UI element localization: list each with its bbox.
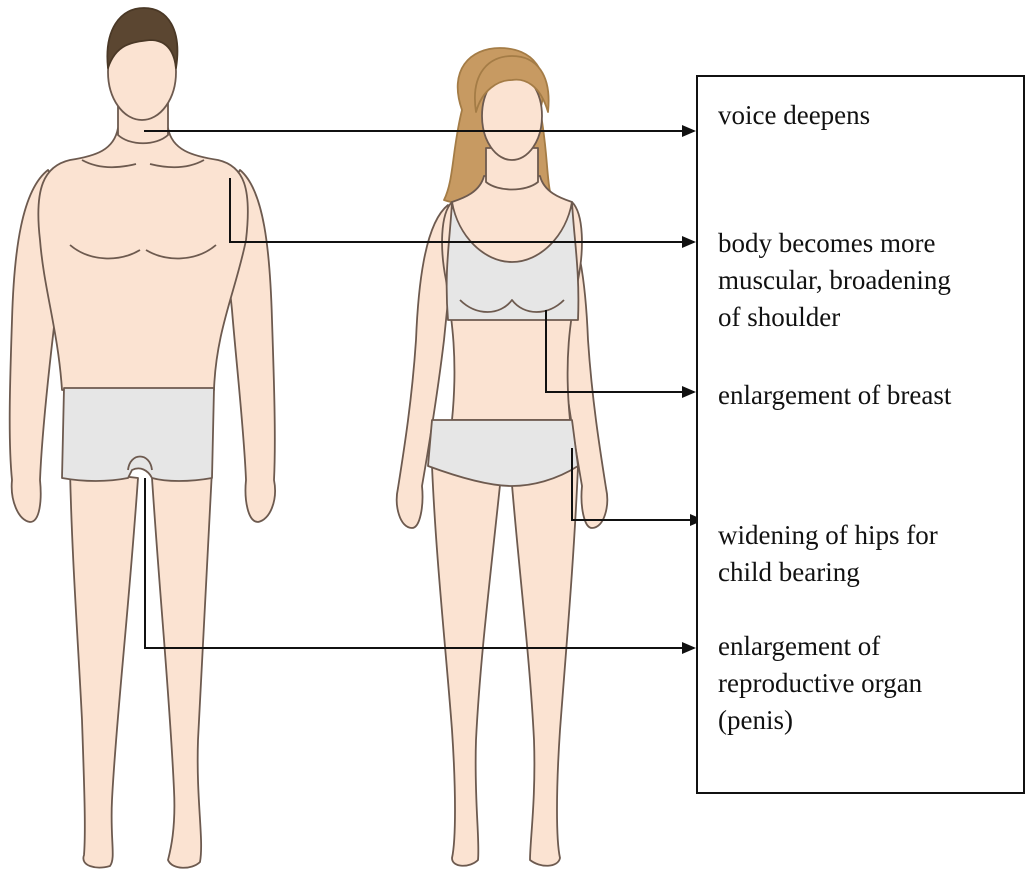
label-voice-deepens: voice deepens xyxy=(718,97,870,134)
male-right-leg xyxy=(152,470,212,868)
male-left-leg xyxy=(70,470,138,868)
female-right-leg xyxy=(512,466,578,866)
female-figure xyxy=(397,48,607,866)
male-figure xyxy=(10,8,275,868)
female-left-leg xyxy=(432,466,500,866)
male-underwear xyxy=(62,388,214,481)
male-torso xyxy=(38,128,248,390)
label-hips-widening: widening of hips for child bearing xyxy=(718,517,938,591)
label-breast-enlargement: enlargement of breast xyxy=(718,377,951,414)
label-muscular-shoulder: body becomes more muscular, broadening o… xyxy=(718,225,951,336)
label-reproductive-organ: enlargement of reproductive organ (penis… xyxy=(718,628,922,739)
